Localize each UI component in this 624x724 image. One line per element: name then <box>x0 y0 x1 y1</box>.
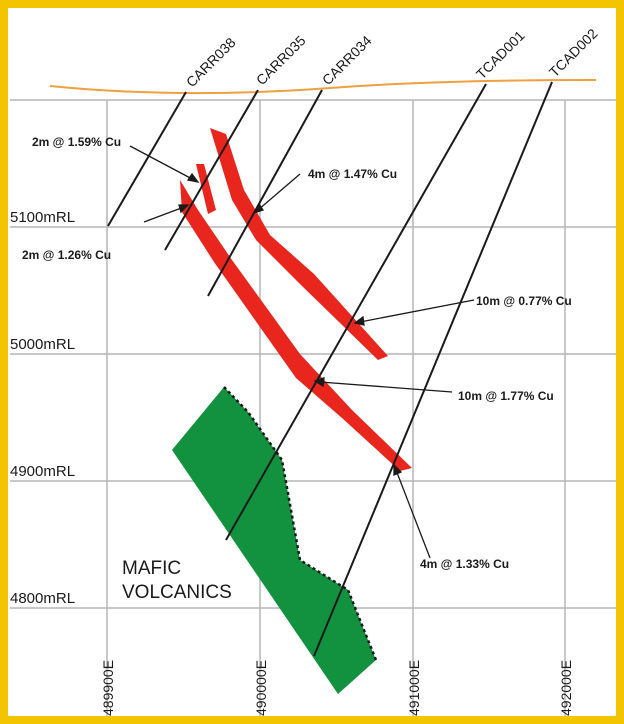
arrowhead-1-77 <box>313 377 325 388</box>
arrow-1-59 <box>129 145 195 181</box>
grid <box>10 99 616 716</box>
intercept-label-4: 10m @ 0.77% Cu <box>476 294 572 308</box>
surface-line <box>49 79 597 94</box>
arrow-1-77 <box>319 381 453 393</box>
arrow-0-77 <box>359 299 475 323</box>
rl-label-4800: 4800mRL <box>10 590 75 607</box>
arrowhead-1-59 <box>186 172 200 183</box>
rl-label-4900: 4900mRL <box>10 463 75 480</box>
drillhole-carr035 <box>164 89 259 251</box>
drill-holes <box>107 81 553 657</box>
mafic-contact-dashed <box>223 386 378 661</box>
drillhole-label-carr038: CARR038 <box>183 34 239 90</box>
arrow-1-33 <box>395 469 431 559</box>
mafic-volcanics-body <box>172 387 376 694</box>
drillhole-tcad001 <box>225 83 487 541</box>
arrowhead-1-33 <box>393 463 403 476</box>
intercept-arrows <box>129 145 475 559</box>
easting-label-492000: 492000E <box>558 660 574 716</box>
easting-label-489900: 489900E <box>100 660 116 716</box>
arrow-1-26 <box>143 206 185 223</box>
lode-small <box>196 164 216 214</box>
drillhole-label-carr035: CARR035 <box>253 32 309 88</box>
unit-label-line1: MAFIC <box>122 558 181 579</box>
rl-label-5100: 5100mRL <box>10 209 75 226</box>
arrowhead-0-77 <box>353 315 365 326</box>
arrowhead-1-26 <box>178 204 190 214</box>
drillhole-label-carr034: CARR034 <box>319 32 375 88</box>
lode-upper <box>210 128 388 360</box>
easting-label-491000: 491000E <box>406 660 422 716</box>
intercept-label-6: 4m @ 1.33% Cu <box>420 557 509 571</box>
drillhole-carr034 <box>207 89 323 297</box>
intercept-label-1: 2m @ 1.59% Cu <box>32 135 121 149</box>
drillhole-tcad002 <box>313 81 553 657</box>
intercept-label-2: 2m @ 1.26% Cu <box>22 248 111 262</box>
rl-label-5000: 5000mRL <box>10 336 75 353</box>
unit-label-line2: VOLCANICS <box>122 582 232 603</box>
arrow-1-47 <box>257 173 301 211</box>
intercept-label-3: 4m @ 1.47% Cu <box>308 167 397 181</box>
intercept-label-5: 10m @ 1.77% Cu <box>458 389 554 403</box>
drillhole-carr038 <box>107 91 187 227</box>
drillhole-label-tcad001: TCAD001 <box>473 27 528 82</box>
easting-label-490000: 490000E <box>253 660 269 716</box>
drillhole-label-tcad002: TCAD002 <box>546 25 601 80</box>
arrowhead-1-47 <box>252 202 265 215</box>
